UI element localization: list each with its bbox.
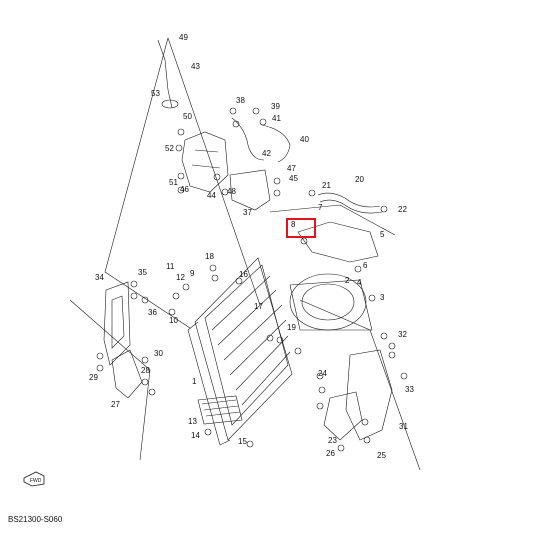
callout-30: 30 [154, 349, 163, 358]
callout-29: 29 [89, 373, 98, 382]
callout-23: 23 [328, 436, 337, 445]
highlight-box [286, 218, 316, 238]
callout-1: 1 [192, 377, 197, 386]
callout-35: 35 [138, 268, 147, 277]
callout-51: 51 [169, 178, 178, 187]
callout-12: 12 [176, 273, 185, 282]
callout-34: 34 [95, 273, 104, 282]
callout-31: 31 [399, 422, 408, 431]
callout-16: 16 [239, 270, 248, 279]
callout-38: 38 [236, 96, 245, 105]
callout-37: 37 [243, 208, 252, 217]
callout-36: 36 [148, 308, 157, 317]
callout-24: 24 [318, 369, 327, 378]
fwd-label: FWD [30, 478, 42, 484]
callout-11: 11 [166, 262, 175, 271]
callout-50: 50 [183, 112, 192, 121]
callout-42: 42 [262, 149, 271, 158]
callout-15: 15 [238, 437, 247, 446]
callout-53: 53 [151, 89, 160, 98]
callout-46: 46 [180, 185, 189, 194]
callout-20: 20 [355, 175, 364, 184]
callout-13: 13 [188, 417, 197, 426]
callout-3: 3 [380, 293, 385, 302]
fwd-arrow-icon: FWD [23, 471, 45, 487]
callout-17: 17 [254, 302, 263, 311]
callout-6: 6 [363, 261, 368, 270]
callout-21: 21 [322, 181, 331, 190]
callout-2: 2 [345, 276, 350, 285]
callout-8: 8 [291, 220, 296, 229]
callout-33: 33 [405, 385, 414, 394]
callout-14: 14 [191, 431, 200, 440]
callout-18: 18 [205, 252, 214, 261]
callout-43: 43 [191, 62, 200, 71]
callout-22: 22 [398, 205, 407, 214]
callout-25: 25 [377, 451, 386, 460]
callout-labels: 1234567891011121314151617181920212223242… [89, 33, 414, 460]
callout-27: 27 [111, 400, 120, 409]
callout-19: 19 [287, 323, 296, 332]
callout-44: 44 [207, 191, 216, 200]
callout-28: 28 [141, 366, 150, 375]
callout-45: 45 [289, 174, 298, 183]
callout-41: 41 [272, 114, 281, 123]
callout-32: 32 [398, 330, 407, 339]
callout-48: 48 [227, 187, 236, 196]
callout-49: 49 [179, 33, 188, 42]
callout-39: 39 [271, 102, 280, 111]
callout-26: 26 [326, 449, 335, 458]
diagram-code: BS21300-S060 [8, 515, 63, 524]
callout-7: 7 [318, 203, 323, 212]
callout-52: 52 [165, 144, 174, 153]
callout-47: 47 [287, 164, 296, 173]
callout-5: 5 [380, 230, 385, 239]
callout-40: 40 [300, 135, 309, 144]
callout-10: 10 [169, 316, 178, 325]
assembly-outlines [69, 37, 421, 471]
callout-9: 9 [190, 269, 195, 278]
callout-4: 4 [357, 278, 362, 287]
